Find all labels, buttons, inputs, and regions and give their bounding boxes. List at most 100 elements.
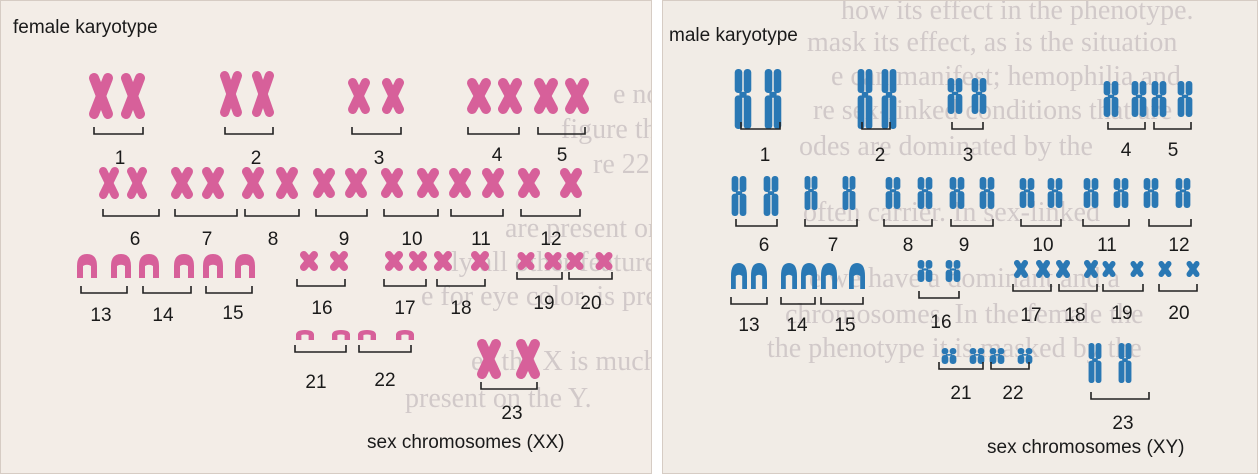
pair-bracket (1013, 284, 1051, 291)
pair-bracket (951, 219, 993, 226)
chromosome-pair: 18 (437, 255, 485, 319)
pair-bracket (1059, 284, 1097, 291)
pair-number: 9 (339, 229, 350, 250)
pair-number: 9 (959, 235, 970, 256)
chromosome (207, 172, 220, 195)
pair-bracket (384, 279, 426, 286)
chromosome (972, 78, 987, 114)
chromosome-pair: 10 (1020, 178, 1063, 256)
male-karyotype-panel: how its effect in the phenotype. mask it… (662, 0, 1258, 474)
chromosome (1144, 178, 1159, 208)
chromosome (731, 263, 747, 289)
chromosome (225, 76, 238, 113)
sex-chromosomes-label: sex chromosomes (XX) (367, 432, 564, 454)
pair-number: 13 (90, 305, 111, 326)
chromosome-pair: 21 (939, 348, 984, 404)
chromosome (176, 172, 189, 195)
pair-number: 10 (401, 229, 422, 250)
pair-number: 16 (311, 298, 332, 319)
pair-bracket (175, 209, 237, 216)
pair-number: 15 (222, 303, 243, 324)
pair-bracket (1149, 219, 1191, 226)
chromosome (735, 69, 752, 129)
pair-number: 12 (1168, 235, 1189, 256)
chromosome (386, 173, 399, 194)
pair-number: 4 (1121, 140, 1132, 161)
chromosome-pair: 13 (731, 263, 767, 336)
chromosome (1039, 263, 1047, 275)
chromosome (1104, 81, 1119, 117)
chromosome (539, 83, 553, 109)
chromosome (1084, 178, 1099, 208)
pair-bracket (245, 209, 299, 216)
pair-number: 23 (501, 403, 522, 424)
pair-number: 10 (1032, 235, 1053, 256)
pair-number: 20 (1168, 303, 1189, 324)
pair-number: 2 (251, 148, 262, 169)
chromosome-pair: 17 (1013, 263, 1051, 326)
chromosome-pair: 6 (103, 171, 159, 250)
pair-bracket (538, 127, 585, 134)
pair-number: 3 (374, 148, 385, 169)
chromosome (570, 256, 580, 267)
pair-number: 17 (1020, 305, 1041, 326)
pair-number: 6 (759, 235, 770, 256)
chromosome-pair: 15 (821, 263, 865, 336)
chromosome (482, 344, 496, 374)
chromosome (1189, 264, 1197, 275)
pair-bracket (1091, 392, 1149, 399)
chromosome (1176, 178, 1191, 208)
chromosome (387, 83, 400, 110)
pair-number: 1 (760, 145, 771, 166)
pair-number: 13 (738, 315, 759, 336)
female-karyotype-panel: e no functional alleles. Sex figure that… (0, 0, 652, 474)
pair-number: 22 (374, 370, 395, 391)
chromosome (247, 172, 260, 195)
pair-bracket (1159, 284, 1197, 291)
chromosome (805, 176, 818, 210)
chromosome-pair: 2 (225, 76, 273, 169)
pair-number: 5 (557, 145, 568, 166)
pair-bracket (1108, 122, 1145, 129)
pair-bracket (468, 127, 519, 134)
sex-chromosomes-label: sex chromosomes (XY) (987, 437, 1184, 459)
pair-bracket (206, 286, 252, 293)
chromosome (396, 330, 414, 340)
pair-number: 11 (471, 229, 491, 250)
pair-bracket (297, 279, 345, 286)
chromosome (764, 176, 779, 216)
chromosome-pair: 14 (781, 263, 817, 336)
chromosome (570, 83, 584, 109)
chromosome-pair: 13 (77, 254, 131, 326)
chromosome (523, 173, 536, 194)
chromosome (203, 254, 223, 278)
chromosome (257, 76, 270, 113)
chromosome (111, 254, 131, 278)
chromosome (1178, 81, 1193, 117)
pair-bracket (437, 279, 485, 286)
chromosome (990, 348, 1005, 364)
pair-number: 20 (580, 293, 601, 314)
pair-bracket (143, 286, 191, 293)
pair-number: 18 (1064, 305, 1085, 326)
chromosome (334, 255, 344, 267)
pair-bracket (316, 209, 367, 216)
chromosome (1020, 178, 1035, 208)
pair-bracket (569, 272, 612, 279)
chromosome (765, 69, 782, 129)
chromosome (732, 176, 747, 216)
pair-bracket (103, 209, 159, 216)
pair-number: 7 (828, 235, 839, 256)
chromosome (843, 176, 856, 210)
chromosome (886, 177, 901, 209)
chromosome (77, 254, 97, 278)
chromosome (1161, 264, 1169, 275)
pair-bracket (352, 127, 401, 134)
chromosome (1132, 81, 1147, 117)
pair-number: 19 (533, 293, 554, 314)
pair-bracket (952, 122, 983, 129)
chromosome (389, 255, 399, 267)
chromosome (599, 256, 609, 267)
pair-bracket (81, 286, 127, 293)
pair-bracket (1021, 219, 1061, 226)
